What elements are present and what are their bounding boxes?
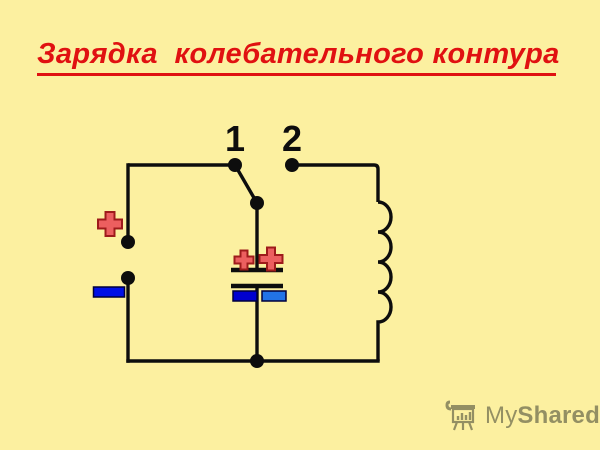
switch-position-1-label: 1 [224, 118, 246, 159]
capacitor-minus-icon-left [232, 290, 258, 302]
slide-title: Зарядка колебательного контура [37, 40, 559, 76]
presentation-easel-icon [445, 400, 475, 431]
battery-plus-icon [97, 211, 123, 237]
myshared-brand-text: MyShared [485, 402, 600, 430]
inductor-coil [376, 200, 393, 361]
brand-shared: Shared [517, 402, 600, 429]
switch-pivot-node [250, 196, 264, 210]
myshared-watermark: MyShared [444, 399, 600, 433]
switch-arm [233, 164, 259, 204]
battery-negative-node [121, 271, 135, 285]
battery-minus-icon [92, 286, 126, 298]
switch-position-2-label: 2 [281, 118, 303, 159]
capacitor-minus-icon-right [261, 290, 287, 302]
switch-contact-1-node [228, 158, 242, 172]
switch-contact-2-node [285, 158, 299, 172]
capacitor-plus-icon-right [258, 246, 284, 272]
bottom-junction-node [250, 354, 264, 368]
capacitor-plus-icon-left [233, 249, 255, 271]
battery-positive-node [121, 235, 135, 249]
wire-top-right [292, 163, 380, 202]
brand-my: My [485, 402, 518, 429]
